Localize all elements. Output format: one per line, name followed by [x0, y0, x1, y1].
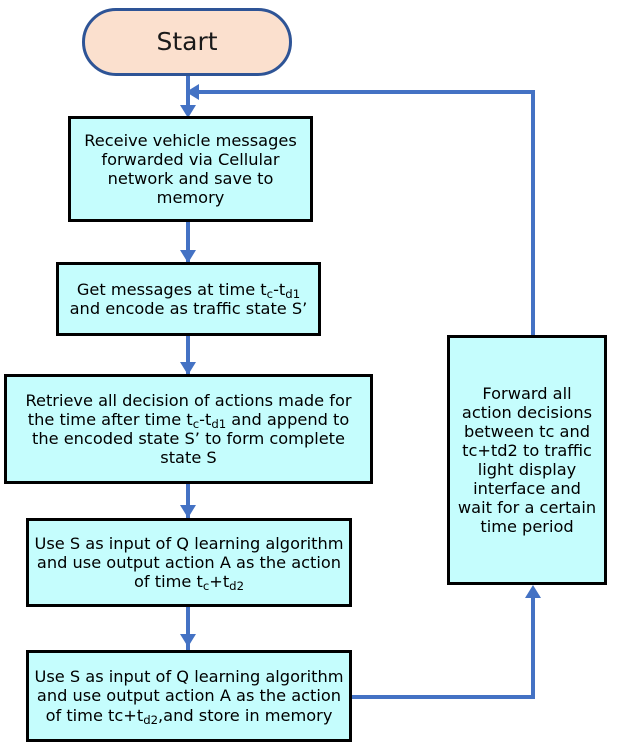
connector-q2-to-forward-horizontal [352, 695, 535, 699]
node-start-label: Start [156, 27, 218, 57]
connector-forward-loop-vertical [531, 90, 535, 335]
node-start[interactable]: Start [82, 8, 292, 76]
node-receive-messages-label: Receive vehicle messages forwarded via C… [84, 130, 297, 208]
node-get-messages-label: Get messages at time tc-td1 and encode a… [69, 279, 308, 318]
connector-forward-loop-arrowhead [186, 84, 199, 100]
connector-start-to-receive-arrowhead [180, 105, 196, 118]
connector-forward-loop-horizontal [198, 90, 534, 94]
connector-receive-to-get-line [186, 222, 190, 262]
node-q-learning-action-label: Use S as input of Q learning algorithm a… [34, 533, 344, 594]
node-q-learning-store[interactable]: Use S as input of Q learning algorithm a… [26, 650, 352, 742]
node-retrieve-decisions[interactable]: Retrieve all decision of actions made fo… [4, 374, 373, 484]
connector-q2-to-forward-vertical [531, 596, 535, 695]
node-q-learning-store-label: Use S as input of Q learning algorithm a… [34, 667, 344, 727]
node-forward-actions-label: Forward all action decisions between tc … [457, 383, 597, 537]
connector-get-to-retrieve-arrowhead [180, 362, 196, 375]
node-retrieve-decisions-label: Retrieve all decision of actions made fo… [25, 390, 352, 468]
connector-receive-to-get-arrowhead [180, 250, 196, 263]
connector-retrieve-to-q1-arrowhead [180, 505, 196, 518]
connector-q1-to-q2-arrowhead [180, 634, 196, 647]
connector-q2-to-forward-arrowhead [525, 585, 541, 598]
connector-get-to-retrieve-line [186, 336, 190, 374]
node-q-learning-action[interactable]: Use S as input of Q learning algorithm a… [26, 518, 352, 607]
connector-q1-to-q2-line [186, 607, 190, 650]
node-receive-messages[interactable]: Receive vehicle messages forwarded via C… [68, 116, 313, 222]
node-get-messages[interactable]: Get messages at time tc-td1 and encode a… [56, 262, 321, 336]
connector-retrieve-to-q1-line [186, 484, 190, 518]
node-forward-actions[interactable]: Forward all action decisions between tc … [447, 335, 607, 585]
